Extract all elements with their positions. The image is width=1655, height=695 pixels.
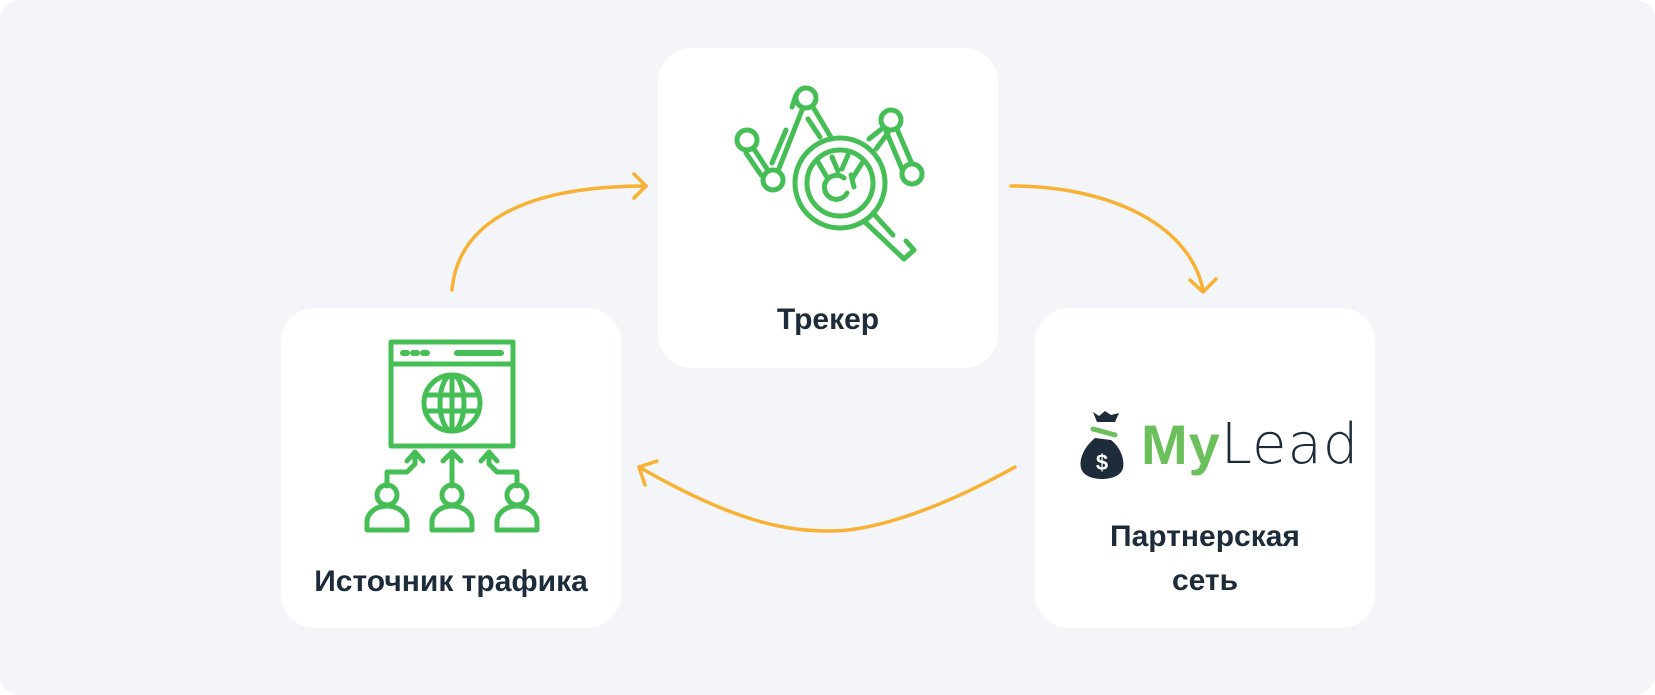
- money-bag-icon: $: [1080, 411, 1124, 479]
- arrow-traffic-to-tracker: [450, 184, 648, 292]
- tracker-card: Трекер: [658, 48, 998, 368]
- logo-text-my: My: [1141, 412, 1221, 476]
- tracker-label: Трекер: [776, 303, 880, 336]
- affiliate-network-card: $ My Lead Партнерская сеть: [1035, 308, 1375, 628]
- traffic-source-card: Источник трафика: [281, 308, 621, 628]
- logo-text-lead: Lead: [1220, 411, 1360, 477]
- traffic-source-label: Источник трафика: [314, 565, 588, 598]
- arrow-network-to-traffic-head: [637, 459, 659, 487]
- affiliate-network-label-line1: Партнерская: [1110, 520, 1300, 553]
- mylead-logo: $ My Lead: [1079, 408, 1359, 480]
- arrow-tracker-to-network: [1009, 184, 1205, 292]
- svg-text:$: $: [1096, 450, 1108, 475]
- affiliate-network-label-line2: сеть: [1171, 564, 1239, 597]
- arrow-tracker-to-network-head: [1188, 277, 1218, 294]
- arrow-traffic-to-tracker-head: [632, 172, 648, 200]
- browser-globe-users-icon: [364, 339, 540, 533]
- analytics-magnifier-icon: [734, 85, 925, 262]
- arrow-network-to-traffic: [637, 465, 1017, 533]
